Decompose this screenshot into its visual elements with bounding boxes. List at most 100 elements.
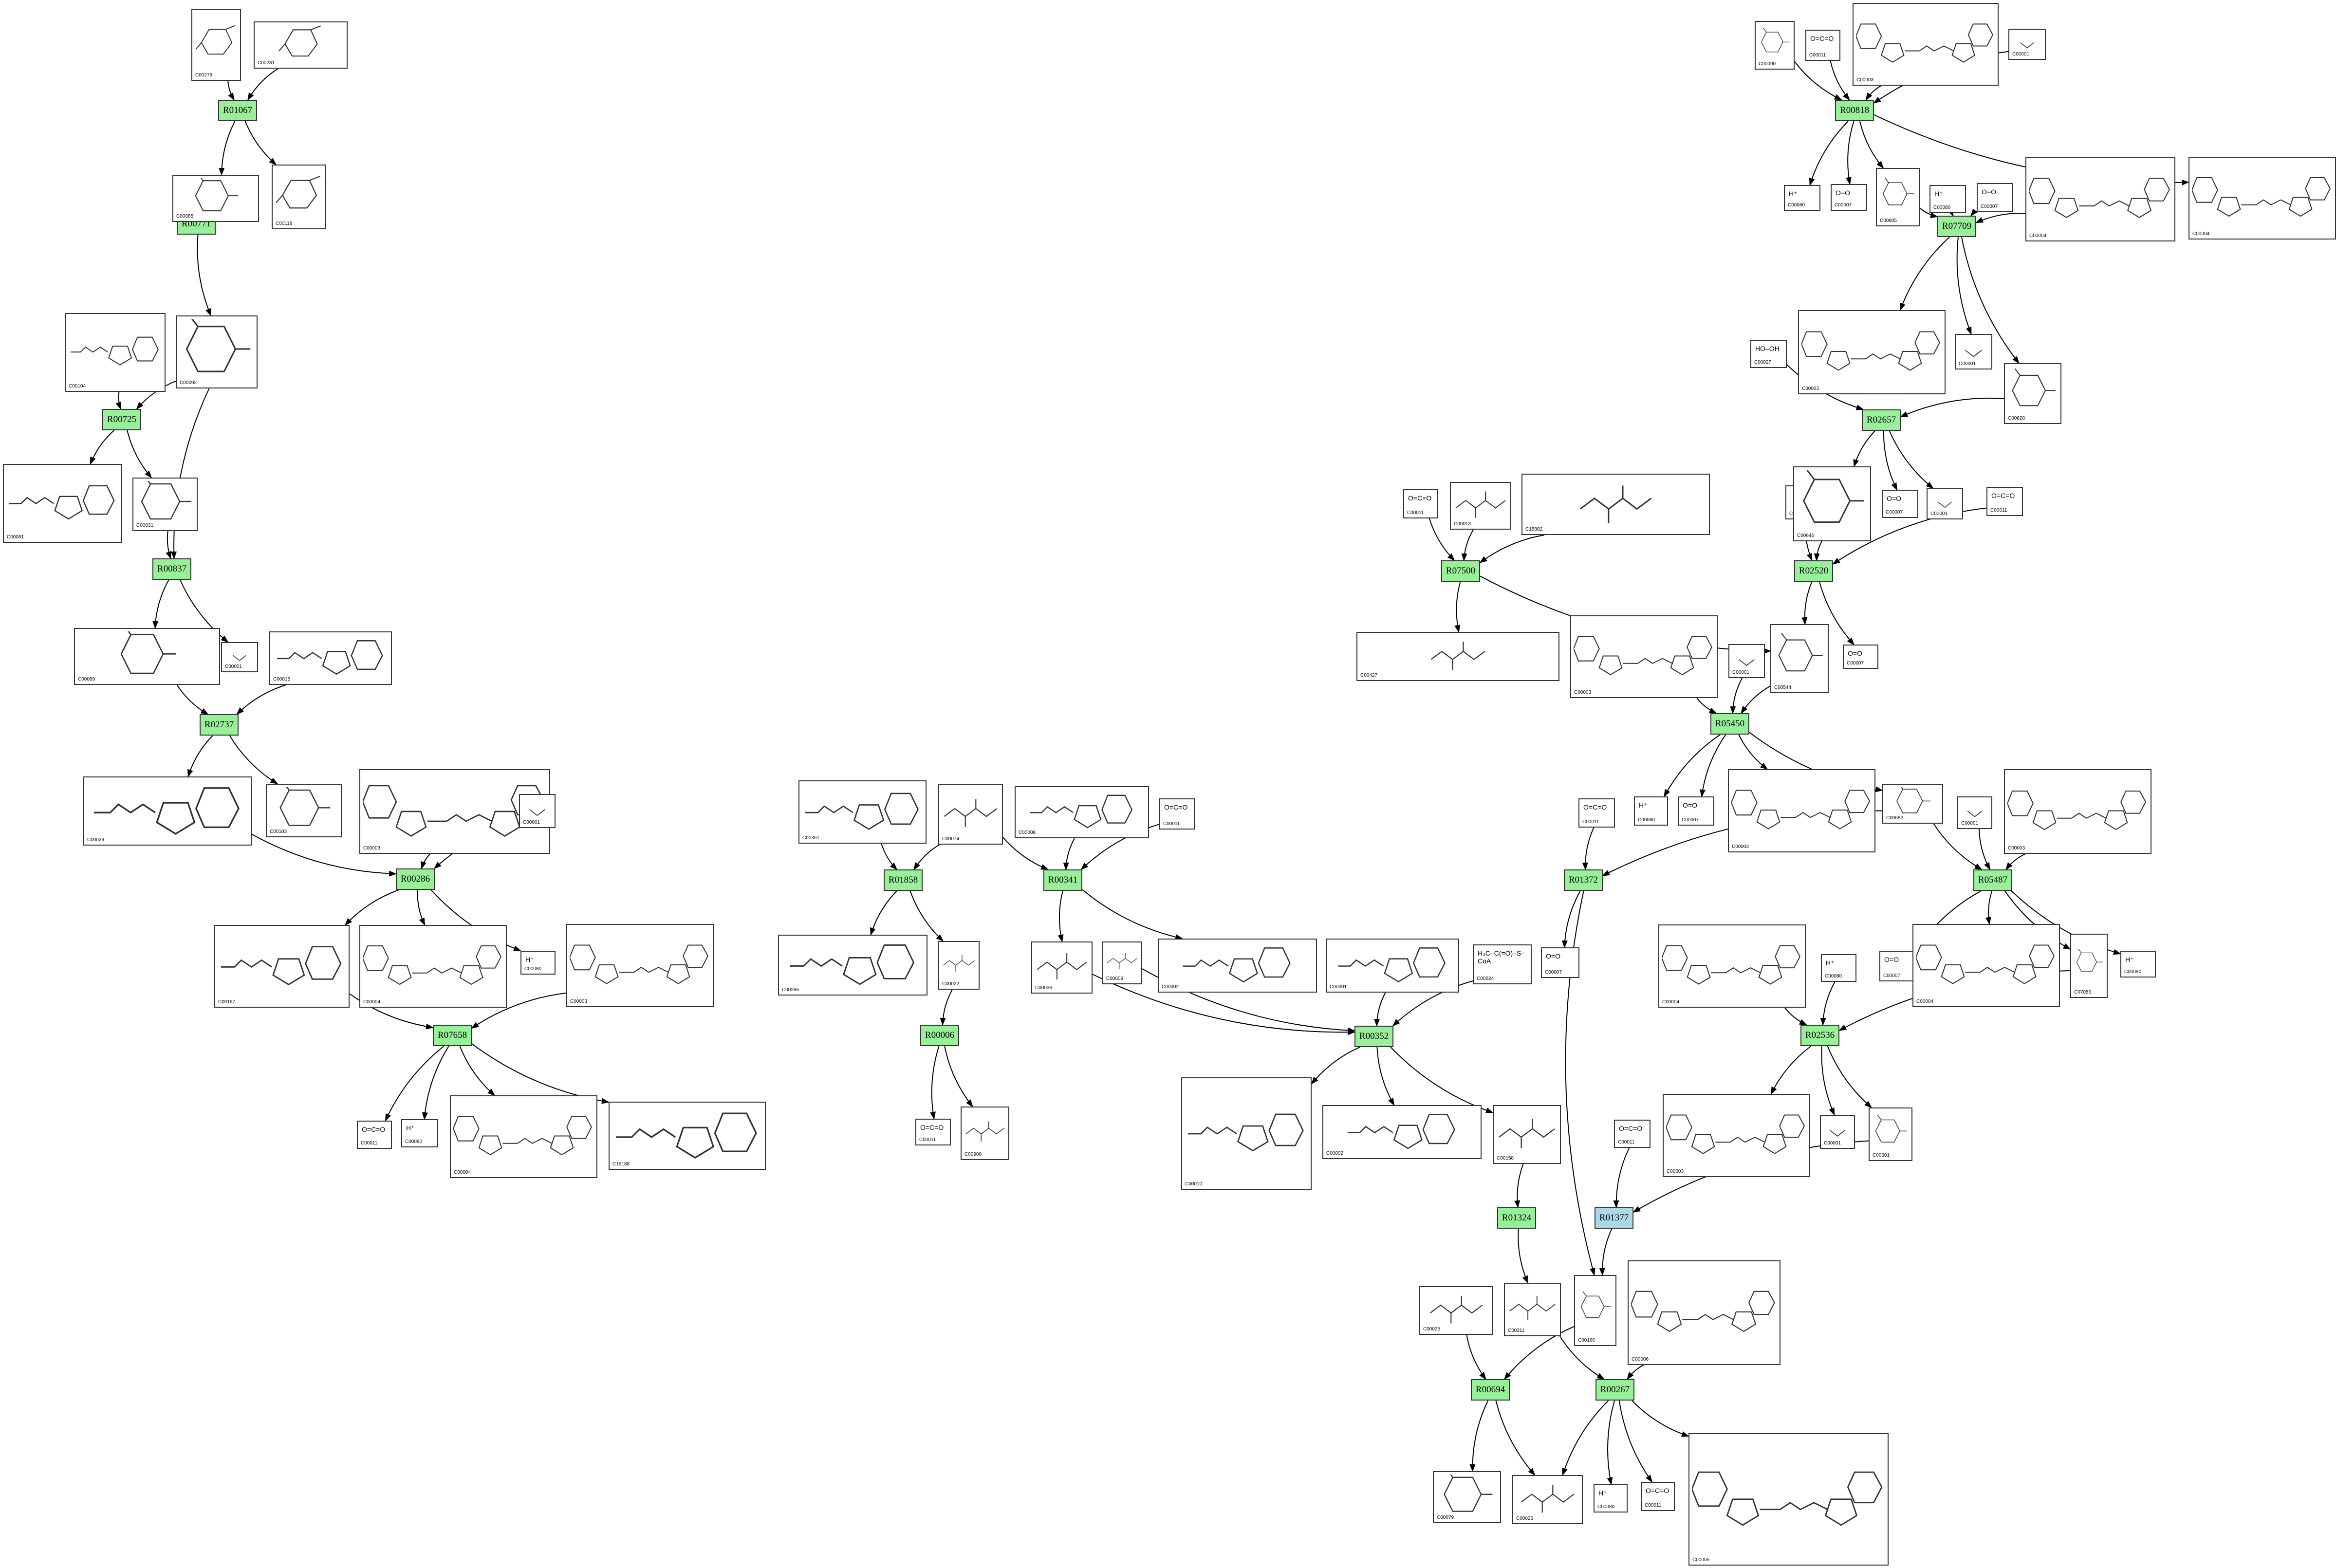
compound-node[interactable]: C00004 — [450, 1095, 597, 1178]
reaction-node-r05487[interactable]: R05487 — [1973, 869, 2012, 891]
compound-node[interactable]: C00427 — [1356, 632, 1559, 681]
reaction-node-r00286[interactable]: R00286 — [396, 868, 435, 890]
reaction-node-r01324[interactable]: R01324 — [1497, 1207, 1536, 1229]
compound-node[interactable]: C00001 — [1957, 796, 1992, 829]
reaction-node-r02536[interactable]: R02536 — [1800, 1025, 1839, 1046]
compound-node[interactable]: C00003 — [2004, 769, 2152, 854]
reaction-node-r07658[interactable]: R07658 — [433, 1025, 472, 1046]
compound-node[interactable]: C00646 — [1793, 466, 1871, 541]
compound-node[interactable]: C00008 — [1015, 786, 1149, 838]
compound-node[interactable]: C00231 — [254, 21, 348, 69]
compound-node[interactable]: C00001 — [221, 642, 258, 672]
compound-node[interactable]: C00004 — [1912, 924, 2060, 1007]
compound-node[interactable]: C00311 — [1504, 1283, 1561, 1336]
reaction-node-r00341[interactable]: R00341 — [1043, 869, 1082, 891]
reaction-node-r01858[interactable]: R01858 — [884, 869, 923, 891]
compound-node[interactable]: C00003 — [359, 769, 550, 854]
compound-node[interactable]: H⁺C00080 — [401, 1119, 438, 1147]
compound-node[interactable]: C00166 — [1574, 1275, 1616, 1346]
reaction-node-r00267[interactable]: R00267 — [1595, 1379, 1634, 1401]
reaction-node-r01377[interactable]: R01377 — [1595, 1207, 1633, 1229]
reaction-node-r05450[interactable]: R05450 — [1710, 713, 1749, 735]
compound-node[interactable]: C00805 — [1876, 168, 1920, 226]
compound-node[interactable]: C00036 — [1031, 941, 1093, 994]
reaction-node-r07709[interactable]: R07709 — [1937, 216, 1976, 237]
compound-node[interactable]: C00001 — [1326, 939, 1459, 993]
compound-node[interactable]: C00074 — [938, 784, 1003, 845]
compound-node[interactable]: C00628 — [2004, 363, 2061, 424]
compound-node[interactable]: C00004 — [1728, 769, 1875, 852]
reaction-node-r00837[interactable]: R00837 — [152, 558, 191, 580]
compound-node[interactable]: H⁺C00080 — [1929, 185, 1966, 213]
compound-node[interactable]: C07086 — [2070, 934, 2108, 998]
compound-node[interactable]: C00601 — [1869, 1107, 1912, 1161]
reaction-node-r00006[interactable]: R00006 — [920, 1025, 959, 1046]
reaction-node-r00352[interactable]: R00352 — [1354, 1026, 1393, 1047]
compound-node[interactable]: C00003 — [1853, 3, 1999, 86]
compound-node[interactable]: C00682 — [1882, 784, 1943, 824]
compound-node[interactable]: C15882 — [1521, 474, 1710, 535]
reaction-node-r00725[interactable]: R00725 — [102, 409, 141, 430]
compound-node[interactable]: C00006 — [1628, 1260, 1781, 1365]
compound-node[interactable]: C00286 — [778, 935, 927, 996]
reaction-node-r07500[interactable]: R07500 — [1441, 560, 1480, 582]
compound-node[interactable]: C00001 — [1728, 644, 1765, 678]
compound-node[interactable]: C00025 — [1419, 1286, 1493, 1335]
reaction-node-r01067[interactable]: R01067 — [218, 100, 257, 121]
compound-node[interactable]: C00279 — [191, 9, 241, 81]
compound-node[interactable]: C00092 — [176, 315, 258, 388]
compound-node[interactable]: C00118 — [272, 165, 326, 229]
compound-node[interactable]: C00002 — [1158, 939, 1317, 993]
compound-node[interactable]: C00079 — [1433, 1471, 1501, 1523]
compound-node[interactable]: H⁺C00080 — [1821, 954, 1856, 982]
compound-node[interactable]: C00003 — [1798, 310, 1946, 394]
compound-node[interactable]: C00544 — [1770, 624, 1829, 693]
compound-node[interactable]: C00001 — [1820, 1115, 1855, 1149]
reaction-node-r02520[interactable]: R02520 — [1794, 560, 1833, 582]
compound-node[interactable]: C00090 — [1755, 21, 1795, 70]
compound-node[interactable]: C00010 — [1181, 1077, 1312, 1190]
compound-node[interactable]: C00900 — [961, 1107, 1009, 1160]
compound-node[interactable]: C00001 — [1955, 334, 1992, 369]
compound-node[interactable]: H⁺C00080 — [1594, 1484, 1628, 1513]
reaction-node-r00694[interactable]: R00694 — [1471, 1379, 1510, 1401]
compound-node[interactable]: C00005 — [1688, 1433, 1889, 1566]
compound-node[interactable]: C00158 — [1493, 1105, 1561, 1164]
compound-node[interactable]: H⁺C00080 — [2120, 951, 2156, 978]
compound-node[interactable]: C00167 — [214, 925, 350, 1008]
compound-node[interactable]: C00001 — [2008, 29, 2046, 60]
compound-node[interactable]: C00013 — [1450, 482, 1511, 530]
compound-node[interactable]: C00029 — [83, 776, 252, 846]
compound-node[interactable]: C00003 — [566, 924, 714, 1007]
compound-node[interactable]: C00085 — [172, 175, 259, 222]
compound-node[interactable]: C00104 — [65, 313, 166, 392]
compound-node[interactable]: C00026 — [1512, 1475, 1583, 1524]
compound-node[interactable]: C00003 — [1570, 615, 1718, 698]
compound-node[interactable]: C00009 — [1102, 941, 1142, 984]
compound-node[interactable]: H⁺C00080 — [1634, 796, 1668, 826]
compound-node[interactable]: C00361 — [798, 780, 927, 844]
compound-node[interactable]: H⁺C00080 — [520, 951, 556, 975]
reaction-node-r01372[interactable]: R01372 — [1564, 869, 1603, 891]
reaction-node-r02657[interactable]: R02657 — [1862, 409, 1901, 431]
compound-node[interactable]: C00001 — [1927, 488, 1963, 519]
compound-node[interactable]: C00103 — [266, 784, 342, 837]
compound-node[interactable]: C00002 — [1322, 1105, 1482, 1159]
compound-node[interactable]: C00089 — [74, 628, 220, 685]
reaction-node-r02737[interactable]: R02737 — [200, 714, 239, 736]
